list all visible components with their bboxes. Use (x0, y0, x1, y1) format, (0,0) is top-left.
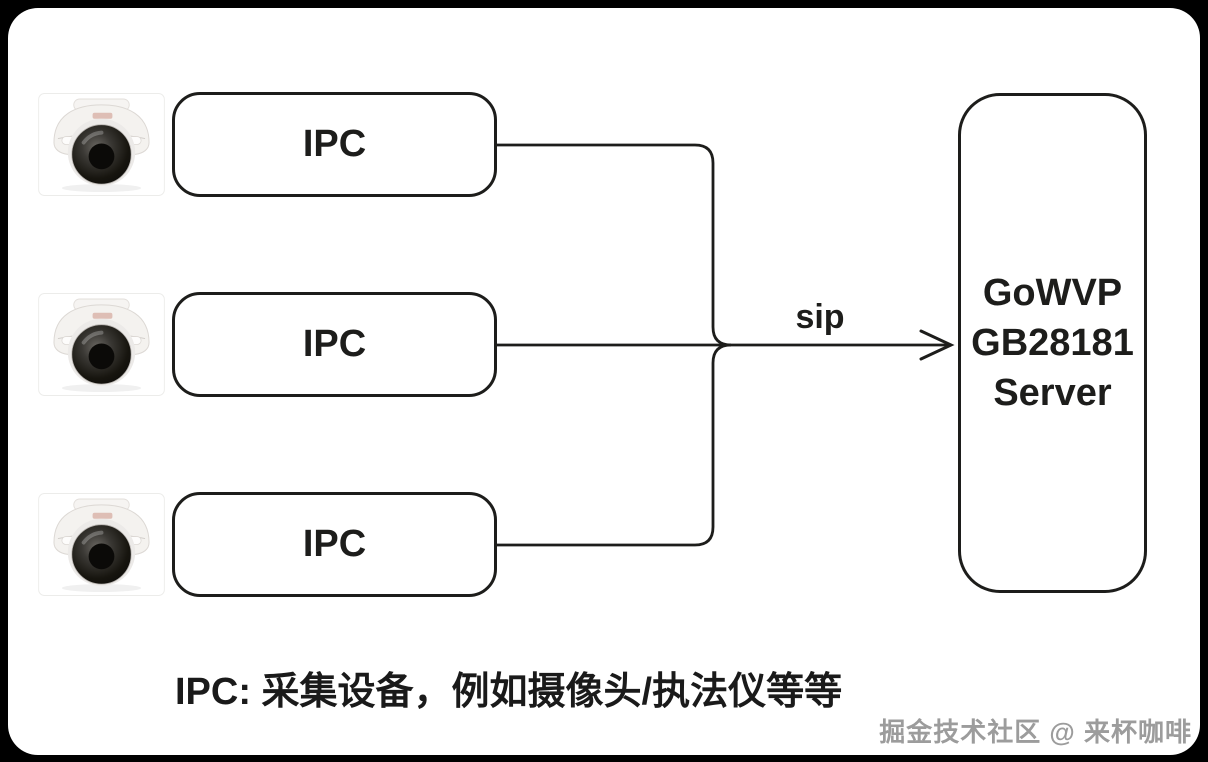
ipc-node-2: IPC (172, 292, 497, 397)
dome-camera-image (38, 93, 165, 196)
diagram-caption: IPC: 采集设备，例如摄像头/执法仪等等 (175, 671, 843, 713)
ipc-node-2-label: IPC (302, 323, 367, 365)
ipc-node-1: IPC (172, 92, 497, 197)
ipc-node-1-label: IPC (302, 123, 367, 165)
watermark-text: 掘金技术社区 @ 来杯咖啡 (879, 717, 1192, 747)
dome-camera-image (38, 293, 165, 396)
server-node: GoWVP GB28181 Server (958, 93, 1147, 593)
dome-camera-image (38, 493, 165, 596)
server-node-label-line1: GoWVP (982, 272, 1123, 314)
ipc-node-3: IPC (172, 492, 497, 597)
server-node-label-line2: GB28181 (971, 322, 1134, 364)
server-node-label-line3: Server (993, 372, 1112, 414)
sip-protocol-label: sip (795, 298, 845, 336)
ipc-node-3-label: IPC (302, 523, 367, 565)
